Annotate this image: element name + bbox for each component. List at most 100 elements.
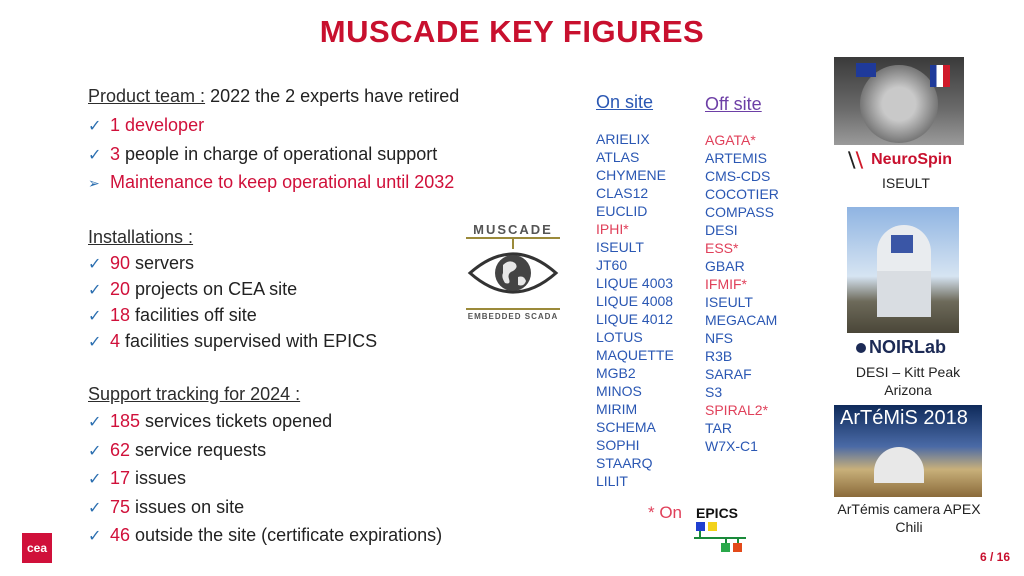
- product-team-line: Product team : 2022 the 2 experts have r…: [88, 86, 459, 107]
- item-value: 4: [110, 331, 121, 351]
- facility-item: MINOS: [596, 383, 642, 399]
- item-value: 17: [110, 468, 131, 488]
- iseult-magnet-photo: [834, 57, 964, 145]
- facility-item: ESS*: [705, 240, 739, 256]
- epics-note-star: * On: [648, 503, 683, 522]
- maintenance-text: Maintenance to keep operational until 20…: [110, 172, 455, 192]
- facility-item: LILIT: [596, 473, 628, 489]
- facility-item: SCHEMA: [596, 419, 656, 435]
- item-value: 185: [110, 411, 141, 431]
- facility-item: IPHI*: [596, 221, 629, 237]
- page-title: MUSCADE KEY FIGURES: [319, 14, 705, 49]
- facility-item: MGB2: [596, 365, 636, 381]
- list-item: ✓ 46 outside the site (certificate expira…: [88, 525, 442, 546]
- facility-item: LIQUE 4012: [596, 311, 674, 327]
- facility-item: IFMIF*: [705, 276, 747, 292]
- facility-item: TAR: [705, 420, 732, 436]
- facility-item: EUCLID: [596, 203, 648, 219]
- facility-item: COMPASS: [705, 204, 774, 220]
- page-number: 6 / 16: [979, 550, 1010, 564]
- facility-item: JT60: [596, 257, 628, 273]
- desi-caption: DESI – Kitt Peak Arizona: [855, 364, 961, 398]
- facility-item: ISEULT: [596, 239, 644, 255]
- check-icon: ✓: [88, 118, 102, 135]
- facility-item: ISEULT: [705, 294, 753, 310]
- product-team-text: 2022 the 2 experts have retired: [205, 86, 460, 106]
- desi-telescope-photo: [847, 207, 959, 333]
- artemis-caption: ArTémis camera APEX Chili: [837, 501, 981, 535]
- check-icon: ✓: [88, 256, 102, 273]
- check-icon: ✓: [88, 308, 102, 325]
- item-text: issues: [130, 468, 187, 488]
- item-value: 3: [110, 144, 121, 164]
- facility-item: W7X-C1: [705, 438, 758, 454]
- offsite-heading: Off site: [705, 94, 762, 114]
- facility-item: STAARQ: [596, 455, 653, 471]
- facility-item: SOPHI: [596, 437, 640, 453]
- noirlab-logo: NOIRLab: [856, 337, 946, 358]
- iseult-caption: ISEULT: [882, 175, 930, 191]
- epics-network-icon: [694, 522, 746, 552]
- item-text: servers: [130, 253, 195, 273]
- muscade-logo: MUSCADE EMBEDDED SCADA: [466, 222, 560, 321]
- facility-item: ATLAS: [596, 149, 640, 165]
- item-value: 46: [110, 525, 131, 545]
- arrow-bullet-icon: ➢: [88, 175, 100, 191]
- list-item: ✓ 17 issues: [88, 468, 186, 489]
- list-item: ✓62 service requests: [88, 440, 266, 461]
- support-heading: Support tracking for 2024 :: [88, 384, 301, 404]
- onsite-heading: On site: [596, 92, 654, 112]
- list-item: ✓ 185 services tickets opened: [88, 411, 332, 432]
- item-value: 18: [110, 305, 131, 325]
- installations-heading: Installations :: [88, 227, 194, 247]
- maintenance-line: ➢ Maintenance to keep operational until 2…: [88, 172, 454, 193]
- product-team-heading: Product team :: [88, 86, 206, 106]
- facility-item: SARAF: [705, 366, 752, 382]
- neurospin-mark-icon: [847, 151, 864, 169]
- check-icon: ✓: [88, 471, 102, 488]
- item-text: people in charge of operational support: [120, 144, 438, 164]
- facility-item: S3: [705, 384, 723, 400]
- facility-item: CMS-CDS: [705, 168, 771, 184]
- item-text: projects on CEA site: [130, 279, 298, 299]
- facility-item: ARTEMIS: [705, 150, 767, 166]
- facility-item: LIQUE 4003: [596, 275, 674, 291]
- check-icon: ✓: [88, 334, 102, 351]
- item-value: 75: [110, 496, 131, 517]
- facility-item: DESI: [705, 222, 738, 238]
- facility-item: LOTUS: [596, 329, 643, 345]
- list-item: ✓75 issues on site: [88, 497, 244, 518]
- item-text: facilities off site: [130, 305, 257, 325]
- list-item: ✓ 90 servers: [88, 253, 194, 274]
- item-text: outside the site (certificate expiration…: [130, 525, 443, 545]
- item-value: 90: [110, 253, 131, 273]
- list-item: ✓ 20 projects on CEA site: [88, 279, 297, 300]
- item-text: services tickets opened: [140, 411, 333, 431]
- facility-item: MEGACAM: [705, 312, 778, 328]
- facility-item: CHYMENE: [596, 167, 667, 183]
- facility-item: MIRIM: [596, 401, 638, 417]
- check-icon: ✓: [88, 147, 102, 164]
- item-value: 20: [110, 279, 131, 299]
- facility-item: SPIRAL2*: [705, 402, 769, 418]
- facility-item: COCOTIER: [705, 186, 779, 202]
- check-icon: ✓: [88, 282, 102, 299]
- item-text: service requests: [130, 439, 267, 460]
- fr-flag: [930, 65, 950, 87]
- item-value: 1 developer: [110, 115, 205, 135]
- neurospin-logo: NeuroSpin: [846, 148, 952, 172]
- facility-item: LIQUE 4008: [596, 293, 674, 309]
- list-item: ✓ 3 people in charge of operational suppo…: [88, 144, 437, 165]
- check-icon: ✓: [88, 414, 102, 431]
- check-icon: ✓: [88, 528, 102, 545]
- facility-item: R3B: [705, 348, 733, 364]
- artemis-apex-photo: ArTéMiS 2018: [834, 405, 982, 497]
- cea-logo: cea: [22, 533, 52, 563]
- list-item: ✓ 18 facilities off site: [88, 305, 257, 326]
- facility-item: ARIELIX: [596, 131, 650, 147]
- item-value: 62: [110, 439, 131, 460]
- item-text: facilities supervised with EPICS: [120, 331, 378, 351]
- eye-globe-icon: [467, 239, 559, 294]
